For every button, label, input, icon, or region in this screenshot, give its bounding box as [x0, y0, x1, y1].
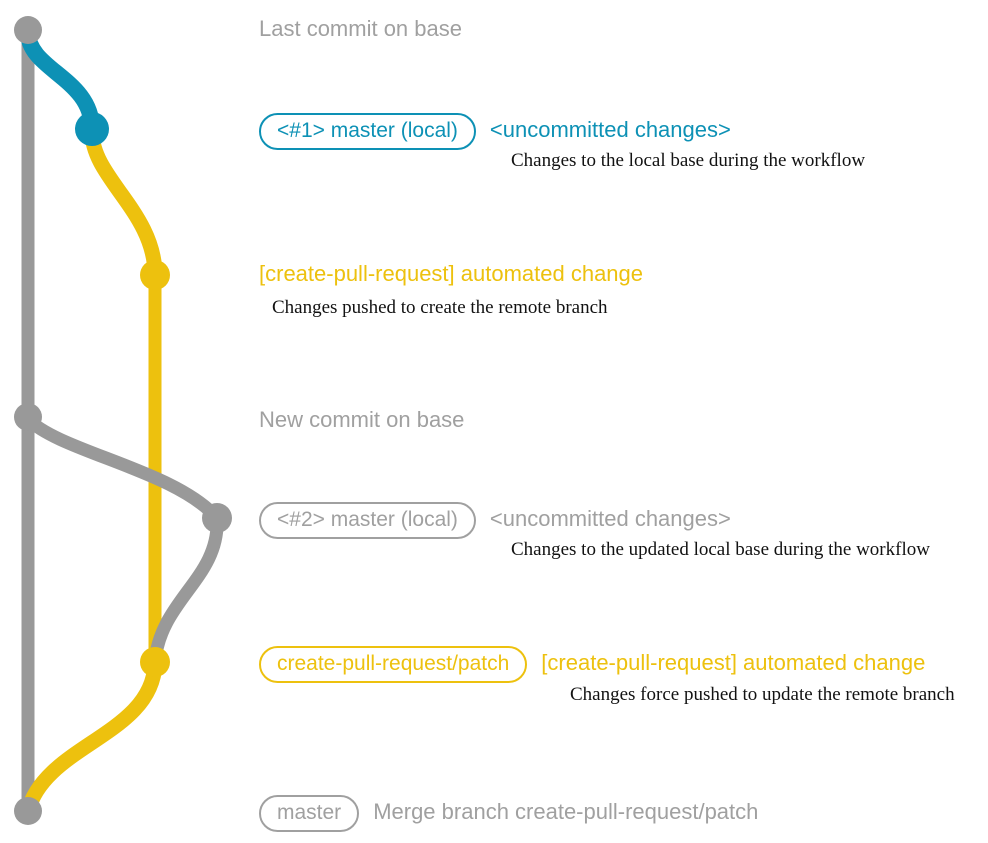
row-patch-1: [create-pull-request] automated change: [259, 263, 643, 285]
commit-headline-uncommitted-changes-1: <uncommitted changes>: [489, 117, 731, 142]
commit-node-base-new[interactable]: [14, 403, 42, 431]
commit-node-patch-1[interactable]: [140, 260, 170, 290]
commit-node-base-top[interactable]: [14, 16, 42, 44]
commit-node-patch-2[interactable]: [140, 647, 170, 677]
commit-node-local-2[interactable]: [202, 503, 232, 533]
commit-headline-uncommitted-changes-2: <uncommitted changes>: [489, 506, 731, 531]
gray-branch-curve-to-local2: [21, 412, 224, 525]
label-last-commit-on-base: Last commit on base: [259, 16, 462, 41]
commit-node-local-1[interactable]: [75, 112, 109, 146]
row-patch-2: create-pull-request/patch [create-pull-r…: [259, 646, 925, 683]
yellow-merge-curve: [20, 656, 163, 819]
row-local-1: <#1> master (local) <uncommitted changes…: [259, 113, 731, 150]
commit-headline-automated-change-1: [create-pull-request] automated change: [259, 261, 644, 286]
row-merge: master Merge branch create-pull-request/…: [259, 795, 758, 832]
teal-branch-curve: [20, 24, 100, 137]
branch-graph: [14, 16, 232, 825]
commit-description-local-1: Changes to the local base during the wor…: [511, 150, 866, 171]
commit-node-base-merge[interactable]: [14, 797, 42, 825]
gray-branch-curve-to-patch2: [148, 512, 224, 669]
yellow-branch-curve-1: [84, 124, 163, 283]
branch-pill-create-pull-request-patch[interactable]: create-pull-request/patch: [259, 646, 528, 683]
label-new-commit-on-base: New commit on base: [259, 407, 465, 432]
commit-headline-automated-change-2: [create-pull-request] automated change: [541, 650, 926, 675]
commit-description-local-2: Changes to the updated local base during…: [511, 539, 930, 560]
row-local-2: <#2> master (local) <uncommitted changes…: [259, 502, 731, 539]
branch-pill-master-local-1[interactable]: <#1> master (local): [259, 113, 476, 150]
commit-description-patch-1: Changes pushed to create the remote bran…: [272, 297, 608, 318]
commit-description-patch-2: Changes force pushed to update the remot…: [570, 684, 955, 705]
branch-pill-master-local-2[interactable]: <#2> master (local): [259, 502, 476, 539]
commit-headline-merge-branch: Merge branch create-pull-request/patch: [373, 799, 759, 824]
branch-pill-master[interactable]: master: [259, 795, 360, 832]
